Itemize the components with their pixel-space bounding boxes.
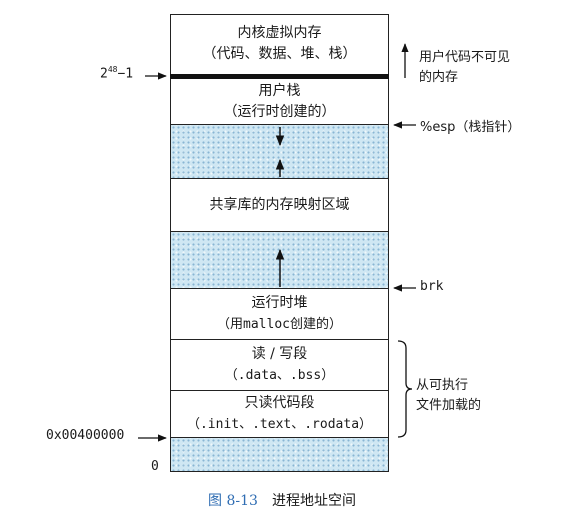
read-write-subtitle: （.data、.bss） [224,368,335,383]
runtime-heap-subtitle: （用malloc创建的） [217,317,342,332]
read-only-bottom-border [170,437,389,438]
stack-free-bottom-border [170,178,389,179]
figure-title: 进程地址空间 [271,493,356,509]
invisible-memory-label-line2: 的内存 [419,70,459,85]
read-write-bottom-border [170,390,389,391]
kernel-top-border [170,14,389,15]
bottom-border [170,471,389,472]
user-stack-title: 用户栈 [258,82,301,99]
brk-label: brk [420,279,444,294]
read-write-segment: 读 / 写段 （.data、.bss） [170,340,389,390]
start-address-label: 0x00400000 [46,428,125,443]
top-address-exponent: 48 [107,65,118,74]
zero-address-label: 0 [151,459,159,474]
shared-bottom-border [170,231,389,232]
loaded-from-executable-line1: 从可执行 [416,378,469,393]
top-user-address-label: 248−1 [100,65,133,81]
shared-library-title: 共享库的内存映射区域 [209,196,350,213]
unused-low-region [170,438,389,471]
runtime-heap-title: 运行时堆 [251,295,308,311]
kernel-virtual-memory-segment: 内核虚拟内存 （代码、数据、堆、栈） [170,14,389,74]
kernel-boundary-thick-bar [170,74,389,79]
loaded-segments-brace [397,340,413,438]
read-only-subtitle: （.init、.text、.rodata） [186,417,373,432]
user-stack-segment: 用户栈 （运行时创建的） [170,79,389,124]
top-address-tail: −1 [117,66,134,82]
figure-caption: 图 8-13 进程地址空间 [0,490,564,510]
user-stack-subtitle: （运行时创建的） [223,103,336,120]
shared-library-mapping-segment: 共享库的内存映射区域 [170,179,389,231]
heap-bottom-border [170,339,389,340]
loaded-from-executable-line2: 文件加载的 [416,398,482,413]
heap-free-bottom-border [170,288,389,289]
read-only-title: 只读代码段 [244,395,315,411]
read-write-title: 读 / 写段 [251,346,308,362]
invisible-memory-label-line1: 用户代码不可见 [419,50,511,65]
read-only-code-segment: 只读代码段 （.init、.text、.rodata） [170,391,389,437]
top-address-base: 2 [100,66,108,82]
esp-stack-pointer-label: %esp（栈指针） [420,120,521,135]
kernel-segment-subtitle: （代码、数据、堆、栈） [202,46,357,62]
user-stack-bottom-border [170,124,389,125]
figure-number: 图 8-13 [208,493,258,509]
runtime-heap-segment: 运行时堆 （用malloc创建的） [170,289,389,339]
kernel-segment-title: 内核虚拟内存 [237,25,322,41]
